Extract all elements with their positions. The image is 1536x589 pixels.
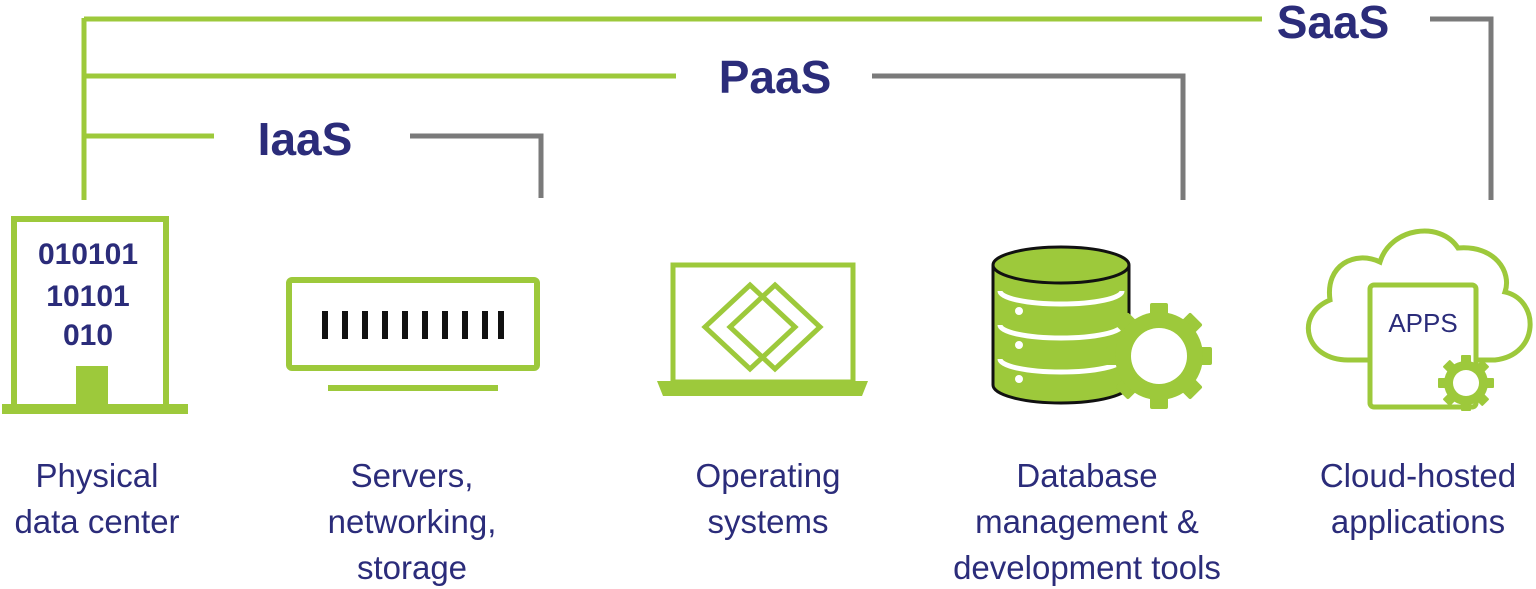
caption-os-2: systems	[707, 503, 828, 540]
laptop-icon	[657, 262, 868, 396]
caption-database-2: management &	[975, 503, 1199, 540]
caption-cloud-1: Cloud-hosted	[1320, 457, 1516, 494]
caption-os-1: Operating	[696, 457, 841, 494]
saas-right-line	[1430, 16, 1494, 200]
server-rack-icon	[286, 277, 540, 391]
caption-servers-2: networking,	[328, 503, 497, 540]
tier-brackets	[81, 16, 1494, 200]
database-icon	[991, 245, 1131, 405]
caption-physical-2: data center	[14, 503, 179, 540]
binary-line-2: 10101	[46, 280, 129, 313]
caption-database-1: Database	[1016, 457, 1157, 494]
caption-cloud-2: applications	[1331, 503, 1505, 540]
captions: Physical data center Servers, networking…	[14, 457, 1516, 586]
saas-label: SaaS	[1277, 0, 1390, 48]
iaas-label: IaaS	[258, 113, 353, 165]
binary-line-1: 010101	[38, 238, 138, 271]
iaas-right-line	[410, 133, 544, 198]
gear-icon	[1106, 303, 1212, 409]
caption-servers-3: storage	[357, 549, 467, 586]
paas-right-line	[872, 73, 1186, 200]
os-logo-icon	[701, 281, 824, 373]
database-gear-icon	[991, 245, 1212, 409]
building-icon: 010101 10101 010	[2, 216, 188, 414]
binary-line-3: 010	[63, 319, 113, 352]
paas-label: PaaS	[719, 51, 832, 103]
small-gear-icon	[1438, 355, 1494, 411]
caption-database-3: development tools	[953, 549, 1221, 586]
apps-label: APPS	[1388, 308, 1457, 338]
caption-servers-1: Servers,	[351, 457, 474, 494]
cloud-apps-icon: APPS	[1305, 228, 1533, 411]
caption-physical-1: Physical	[36, 457, 159, 494]
